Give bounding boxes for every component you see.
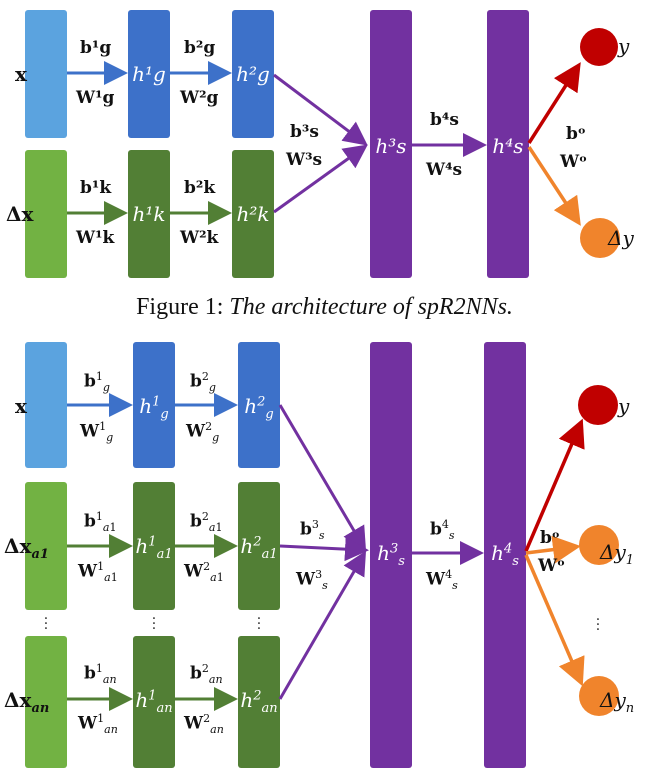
f2-input-dxan-label: Δxan [4, 688, 50, 716]
node-h-k1: h¹k [132, 202, 166, 226]
f2-hidden-an-2-block [238, 636, 280, 768]
f2-input-x-label: x [15, 394, 27, 418]
param-W-k1: W¹k [76, 228, 115, 248]
f2-param-W-o: Wᵒ [538, 556, 566, 576]
output-dy-label: Δy [608, 226, 634, 250]
f2-input-x-block [25, 342, 67, 468]
f2-ellipsis-input: ··· [43, 611, 49, 637]
f2-node-h-s4: h4s [491, 541, 519, 569]
f2-node-h-g2: h2g [244, 394, 274, 422]
f2-arrow-s4-dyn [524, 554, 585, 687]
hidden-g2-block [232, 10, 274, 138]
param-b-k1: b¹k [80, 178, 112, 198]
f2-node-h-an-2: h2an [240, 688, 278, 716]
f2-node-h-an-1: h1an [135, 688, 173, 716]
f2-arrow-an-s3 [278, 550, 367, 700]
input-x-block [25, 10, 67, 138]
param-b-s4: b⁴s [430, 110, 459, 130]
f2-param-b-g1: b1g [84, 370, 110, 395]
param-W-g1: W¹g [76, 88, 115, 108]
f2-node-h-g1: h1g [139, 394, 169, 422]
param-W-s4: W⁴s [426, 160, 463, 180]
f2-arrow-s4-y [524, 418, 585, 552]
node-h-g1: h¹g [132, 62, 166, 86]
f2-param-b-an-1: b1an [84, 662, 117, 687]
hidden-s3-block [370, 10, 412, 278]
f2-param-b-o: bᵒ [540, 528, 560, 548]
f2-output-dy1-label: Δy1 [600, 540, 635, 568]
node-h-g2: h²g [236, 62, 270, 86]
f2-output-dy1-circle [579, 525, 619, 565]
hidden-g1-block [128, 10, 170, 138]
param-W-g2: W²g [180, 88, 219, 108]
param-W-k2: W²k [180, 228, 219, 248]
f2-node-h-s3: h3s [377, 541, 405, 569]
f2-param-W-a1-2: W2a1 [184, 560, 224, 585]
node-h-k2: h²k [236, 202, 270, 226]
f2-param-b-g2: b2g [190, 370, 216, 395]
f2-hidden-s4-block [484, 342, 526, 768]
f2-ellipsis-h2: ··· [256, 611, 262, 637]
f2-param-b-a1-1: b1a1 [84, 510, 117, 535]
f2-param-b-a1-2: b2a1 [190, 510, 223, 535]
f2-param-b-an-2: b2an [190, 662, 223, 687]
param-W-s3: W³s [286, 150, 323, 170]
f2-input-dxan-block [25, 636, 67, 768]
f2-param-W-g1: W1g [80, 420, 114, 445]
output-y-label: y [618, 34, 630, 58]
f2-input-dxa1-block [25, 482, 67, 610]
f2-param-b-s3: b3s [300, 518, 325, 543]
f2-hidden-a1-2-block [238, 482, 280, 610]
f2-arrow-g2-s3 [278, 404, 367, 552]
param-b-k2: b²k [184, 178, 216, 198]
caption-title: The architecture of spR2NNs. [229, 294, 513, 320]
figure-1-arrows [67, 61, 581, 226]
hidden-s4-block [487, 10, 529, 278]
f2-param-W-an-1: W1an [78, 712, 118, 737]
f2-hidden-g1-block [133, 342, 175, 468]
f2-input-dxa1-label: Δxa1 [4, 534, 49, 562]
f2-arrow-s4-dy1 [525, 535, 581, 564]
f2-ellipsis-output: ··· [595, 612, 601, 638]
node-h-s4: h⁴s [492, 134, 524, 158]
f2-hidden-s3-block [370, 342, 412, 768]
f2-param-b-s4: b4s [430, 518, 455, 543]
f2-param-W-s3: W3s [296, 568, 328, 593]
input-dx-block [25, 150, 67, 278]
f2-param-W-an-2: W2an [184, 712, 224, 737]
arrow-s4-y [527, 62, 581, 144]
f2-hidden-an-1-block [133, 636, 175, 768]
input-x-label: x [15, 62, 27, 86]
f2-param-W-g2: W2g [186, 420, 220, 445]
f2-hidden-a1-1-block [133, 482, 175, 610]
param-W-o: Wᵒ [560, 152, 588, 172]
f2-output-dyn-label: Δyn [600, 688, 635, 716]
f2-ellipsis-h1: ··· [151, 611, 157, 637]
hidden-k1-block [128, 150, 170, 278]
output-dy-circle [580, 218, 620, 258]
hidden-k2-block [232, 150, 274, 278]
f2-param-W-s4: W4s [426, 568, 458, 593]
f2-param-W-a1-1: W1a1 [78, 560, 118, 585]
arrow-k2-s3 [273, 144, 368, 214]
f2-node-h-a1-2: h2a1 [240, 534, 278, 562]
param-b-o: bᵒ [566, 124, 586, 144]
f2-output-dyn-circle [579, 676, 619, 716]
param-b-g1: b¹g [80, 38, 112, 58]
f2-node-h-a1-1: h1a1 [135, 534, 173, 562]
arrow-s4-dy [527, 146, 581, 226]
f2-hidden-g2-block [238, 342, 280, 468]
param-b-g2: b²g [184, 38, 216, 58]
node-h-s3: h³s [375, 134, 407, 158]
f2-arrow-a1-s3 [279, 537, 369, 562]
output-y-circle [580, 28, 618, 66]
f2-output-y-circle [578, 385, 618, 425]
figure-1-caption: Figure 1: The architecture of spR2NNs. [0, 294, 649, 321]
input-dx-label: Δx [6, 202, 34, 226]
param-b-s3: b³s [290, 122, 319, 142]
caption-prefix: Figure 1: [136, 294, 230, 320]
f2-output-y-label: y [618, 394, 630, 418]
arrow-g2-s3 [273, 73, 368, 146]
